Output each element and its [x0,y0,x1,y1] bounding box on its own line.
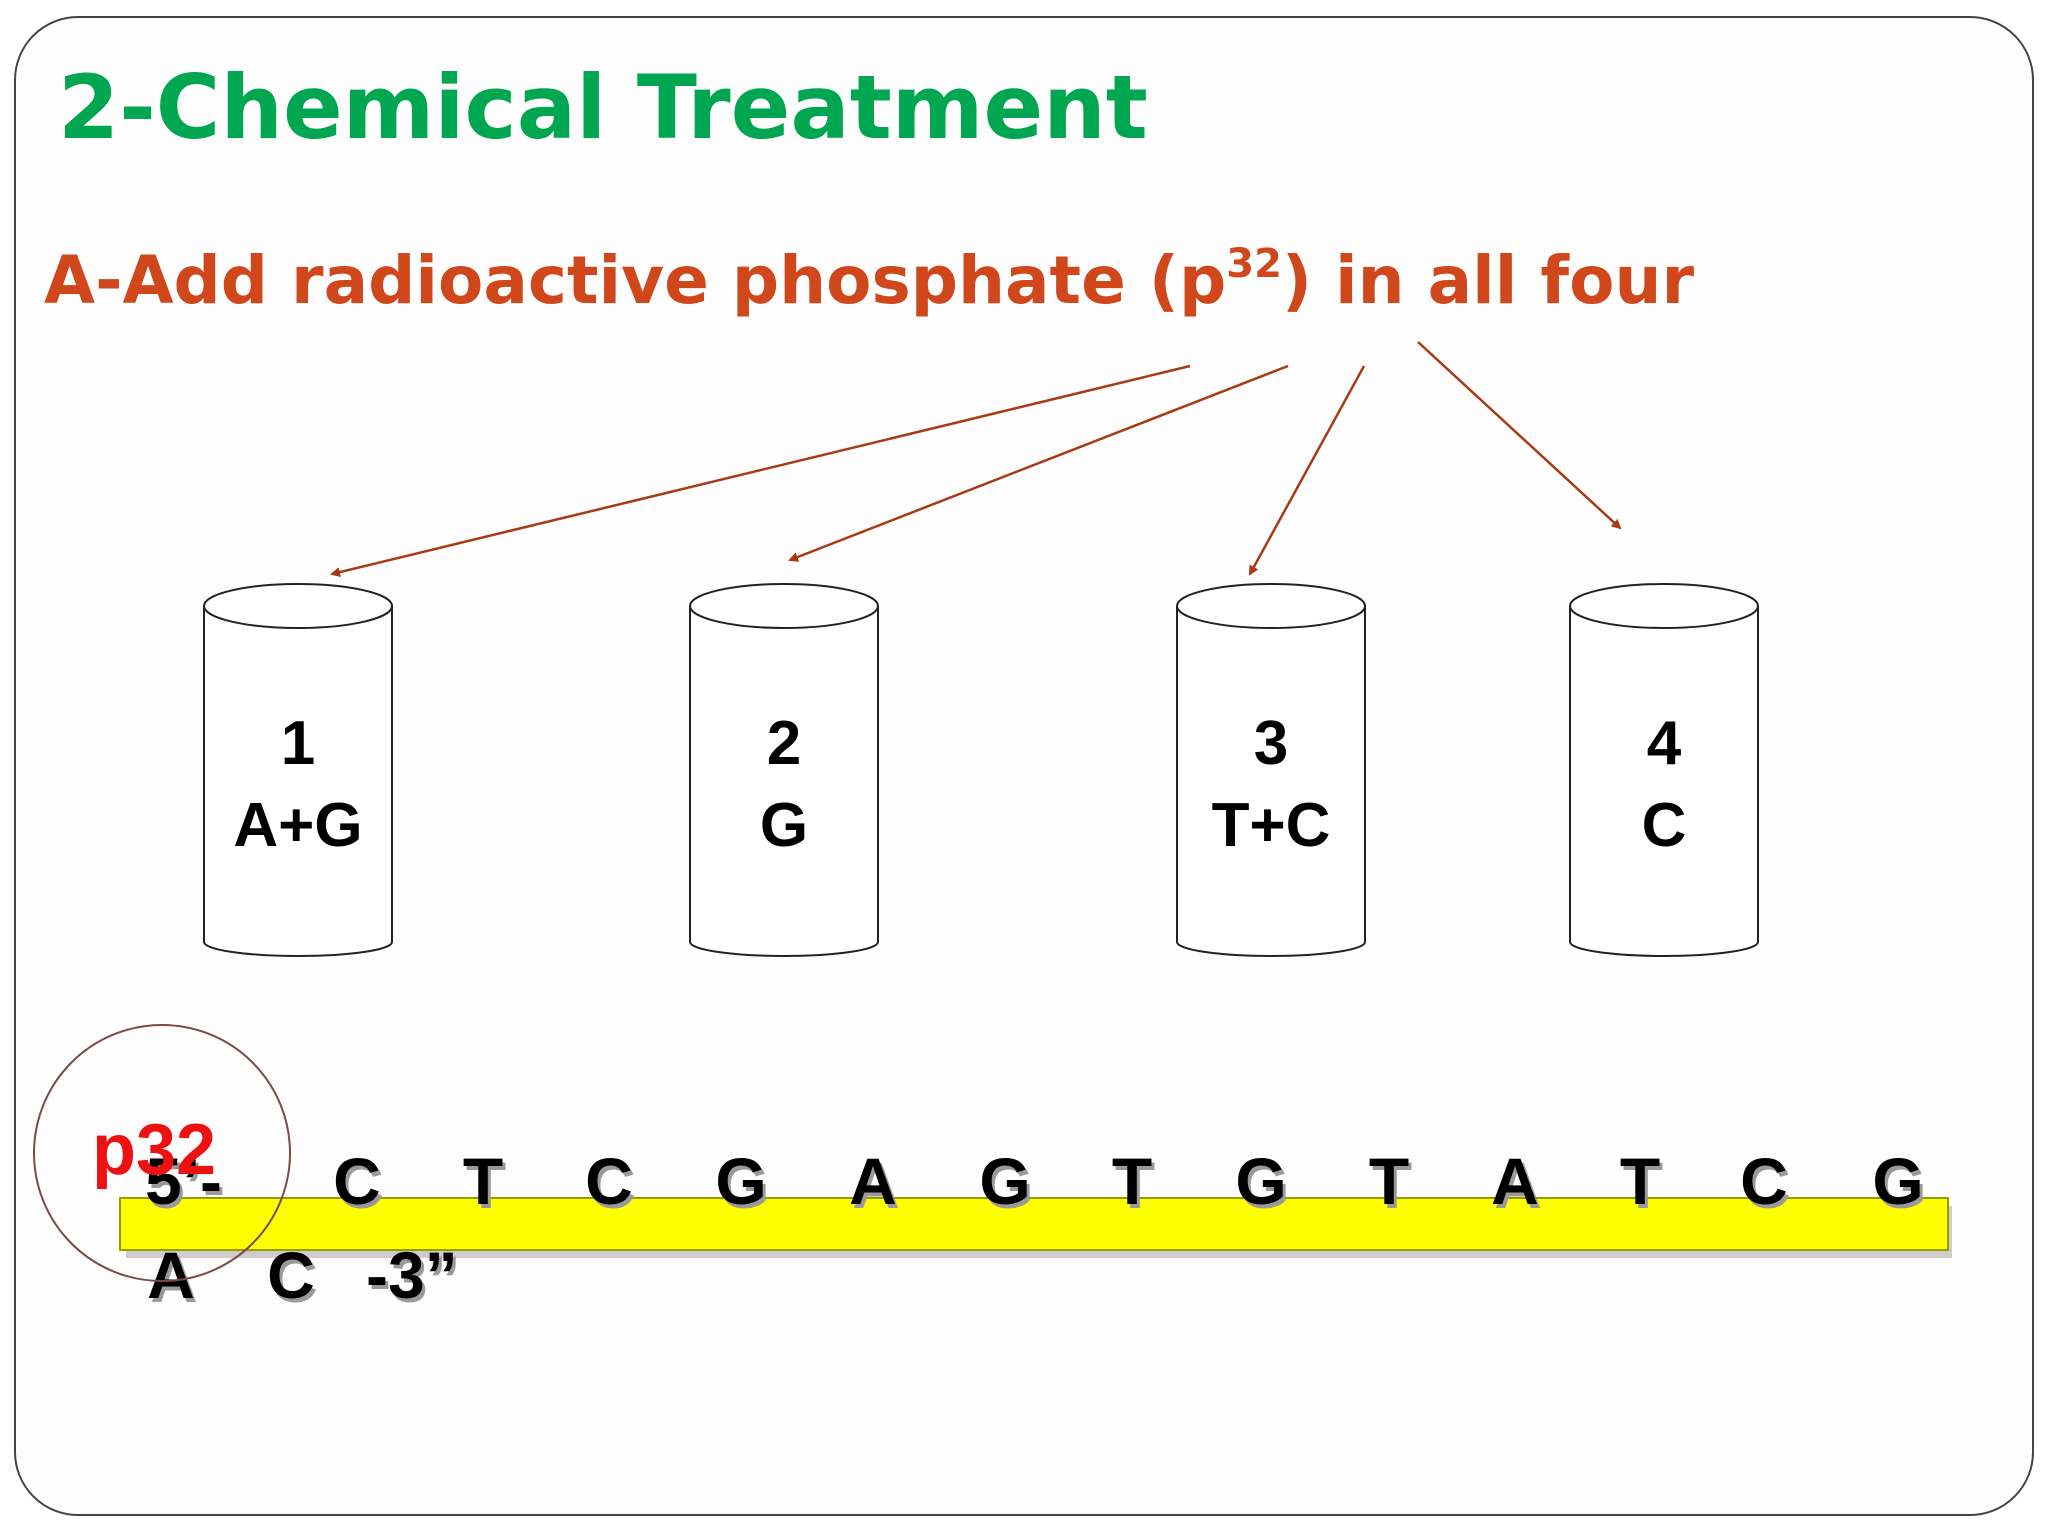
base-shadow: T [1115,1148,1155,1222]
base: C [267,1238,315,1312]
base-shadow: C [1743,1148,1791,1222]
arrows [330,341,1622,577]
tube-body [203,606,393,957]
tube-label: A+G [233,791,362,860]
tube-label: C [1642,791,1687,860]
tube-rim [1176,583,1366,629]
three-prime-end: -3” [366,1238,458,1312]
subtitle-superscript: 32 [1226,241,1282,287]
base-shadow: A [150,1242,198,1316]
arrow-to-tube-4 [1417,341,1622,530]
tube-1: 1 A+G [203,583,393,957]
base: C [333,1144,381,1218]
tube-label: G [760,791,808,860]
base-shadow: G [1875,1148,1926,1222]
three-prime-end-shadow: -3” [369,1242,461,1316]
base-shadow: T [1623,1148,1663,1222]
base-shadow: C [588,1148,636,1222]
base: C [1740,1144,1788,1218]
base: G [1872,1144,1923,1218]
base-shadow: A [1494,1148,1542,1222]
base: G [979,1144,1030,1218]
tube-rim [689,583,879,629]
sequence-line-2: A A C C -3” -3” [147,1238,461,1316]
strand-bar [119,1197,1949,1251]
tube-4: 4 C [1569,583,1759,957]
base: G [715,1144,766,1218]
label-circle [33,1024,291,1282]
base-shadow: T [1372,1148,1412,1222]
tube-body [689,606,879,957]
p32-label: p32 [92,1110,216,1190]
tube-label: T+C [1212,791,1331,860]
tube-number: 2 [767,709,801,778]
tube-number: 1 [281,709,315,778]
tube-2: 2 G [689,583,879,957]
base: A [849,1144,897,1218]
base-shadow: A [852,1148,900,1222]
base: A [147,1238,195,1312]
tube-rim [203,583,393,629]
arrow-to-tube-3 [1248,365,1366,576]
base: A [1491,1144,1539,1218]
tube-body [1569,606,1759,957]
arrow-to-tube-1 [330,364,1191,577]
subtitle: A-Add radioactive phosphate (p32) in all… [44,226,1694,336]
base-shadow: C [270,1242,318,1316]
subtitle-end: ) in all four [1281,242,1694,319]
tube-number: 4 [1647,709,1682,778]
five-prime-end: 5’- [145,1144,222,1218]
base-shadow: G [982,1148,1033,1222]
tube-body [1176,606,1366,957]
base: T [463,1144,503,1218]
tube-rim [1569,583,1759,629]
tube-number: 3 [1254,709,1288,778]
base-shadow: G [1238,1148,1289,1222]
base-shadow: C [336,1148,384,1222]
base: G [1235,1144,1286,1218]
subtitle-main: A-Add radioactive phosphate (p [44,242,1227,319]
base: C [585,1144,633,1218]
base-shadow: T [466,1148,506,1222]
tube-3: 3 T+C [1176,583,1366,957]
slide-title: 2-Chemical Treatment [58,56,1148,159]
base: T [1112,1144,1152,1218]
sequence-line-1: 5’- 5’- C C T T C C G G A A G G T T G G … [145,1144,1927,1222]
arrow-to-tube-2 [788,364,1289,562]
base: T [1369,1144,1409,1218]
base: T [1620,1144,1660,1218]
five-prime-end-shadow: 5’- [148,1148,225,1222]
base-shadow: G [718,1148,769,1222]
